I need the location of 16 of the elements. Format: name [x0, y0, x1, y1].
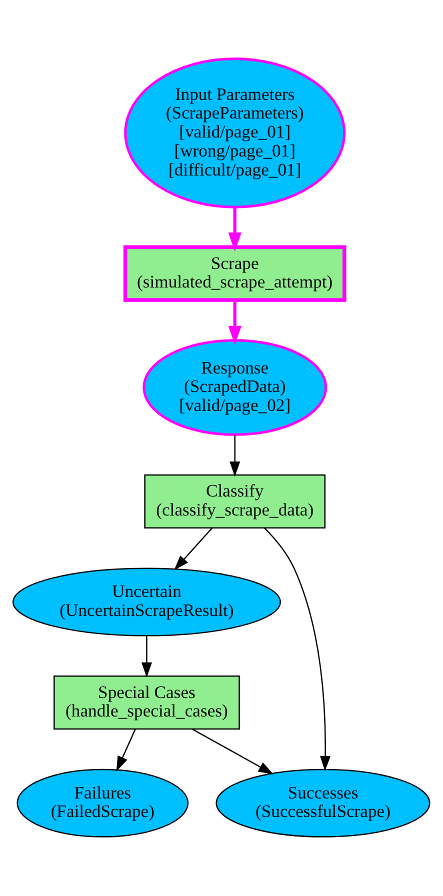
arrow: [174, 528, 213, 570]
node-ellipse: Uncertain (UncertainScrapeResult): [12, 568, 281, 636]
arrow: [228, 300, 242, 345]
arrow: [264, 528, 331, 772]
node-box: Special Cases (handle_special_cases): [54, 675, 240, 730]
arrow: [230, 434, 240, 477]
node-box: Classify (classify_scrape_data): [144, 474, 326, 528]
arrow: [141, 636, 152, 678]
node-box: Scrape (simulated_scrape_attempt): [123, 245, 346, 302]
arrow: [228, 206, 242, 252]
node-ellipse: Successes (SuccessfulScrape): [216, 768, 430, 838]
arrow: [116, 728, 136, 772]
node-ellipse: Response (ScrapedData) [valid/page_02]: [142, 339, 328, 436]
node-ellipse: Failures (FailedScrape): [16, 768, 189, 838]
node-ellipse: Input Parameters (ScrapeParameters) [valid/page_01] [wrong/page_01] [difficult/page_01]: [124, 58, 346, 208]
arrow: [192, 728, 274, 774]
